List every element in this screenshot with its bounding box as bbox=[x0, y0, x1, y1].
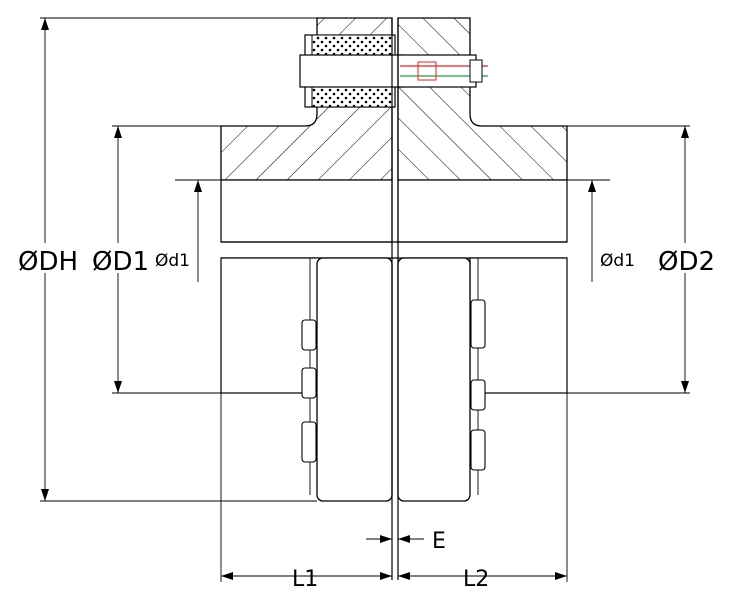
label-bg-d1 bbox=[90, 243, 150, 273]
right-hub-section bbox=[397, 17, 568, 181]
label-bg-d2 bbox=[655, 243, 715, 273]
flange-bolts bbox=[301, 299, 486, 471]
dim-d1-small-left bbox=[175, 179, 221, 282]
label-dh: ØDH bbox=[18, 247, 78, 277]
label-l1: L1 bbox=[292, 567, 318, 592]
label-l2: L2 bbox=[463, 567, 489, 592]
label-d1-big: ØD1 bbox=[92, 247, 149, 277]
label-d2: ØD2 bbox=[658, 247, 715, 277]
bore-band bbox=[220, 179, 568, 259]
dim-e bbox=[366, 535, 424, 543]
lower-body bbox=[220, 257, 568, 502]
label-d1-small-right: Ød1 bbox=[600, 251, 635, 271]
label-d1-small: Ød1 bbox=[155, 251, 190, 271]
dim-d1 bbox=[112, 125, 221, 394]
pin-assembly bbox=[299, 34, 488, 108]
dim-dh bbox=[40, 17, 317, 502]
label-e: E bbox=[432, 529, 446, 554]
dim-d1-small-right bbox=[567, 179, 610, 282]
dim-l1-l2 bbox=[220, 393, 568, 582]
label-bg-dh bbox=[16, 243, 76, 273]
